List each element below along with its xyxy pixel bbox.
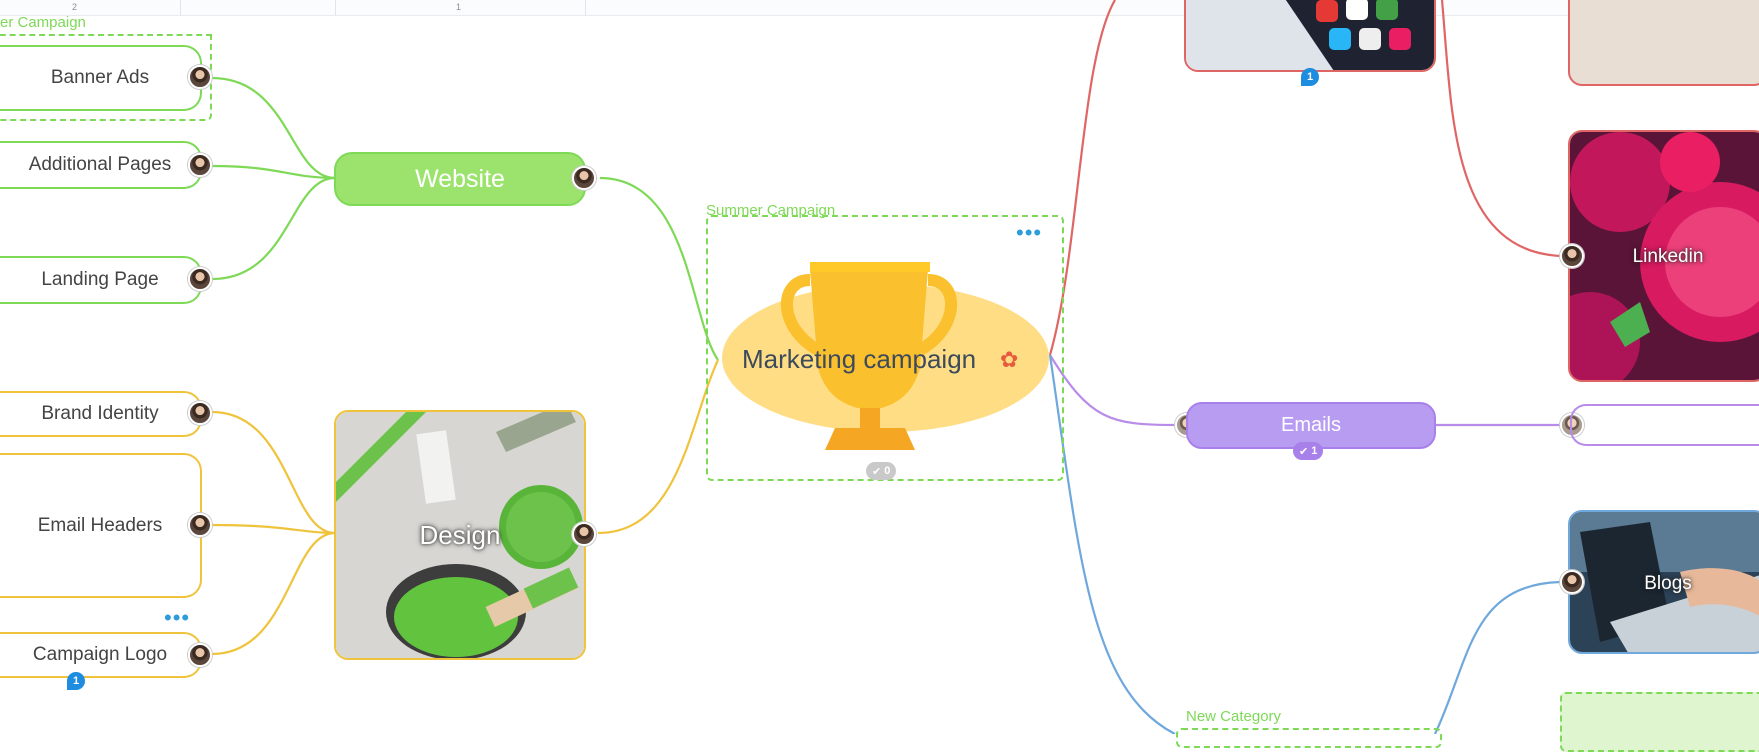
check-icon: ✔: [872, 465, 882, 478]
assignee-avatar[interactable]: [1560, 570, 1584, 594]
ruler-tick: [335, 0, 336, 15]
node-linkedin[interactable]: Linkedin: [1568, 130, 1759, 382]
node-website[interactable]: Website: [334, 152, 586, 206]
connector-line: [211, 410, 336, 535]
node-label: Blogs: [1644, 573, 1692, 594]
assignee-avatar[interactable]: [188, 267, 212, 291]
connector-line: [1434, 580, 1561, 734]
node-emails[interactable]: Emails: [1186, 402, 1436, 449]
assignee-avatar[interactable]: [572, 166, 596, 190]
node-additional-pages[interactable]: Additional Pages: [0, 141, 202, 189]
node-banner-ads[interactable]: Banner Ads: [0, 45, 202, 111]
connector-line: [597, 359, 719, 535]
ruler-tick: [180, 0, 181, 15]
assignee-avatar[interactable]: [1560, 244, 1584, 268]
ruler-label: 2: [72, 2, 78, 12]
ruler-label: 1: [456, 2, 462, 12]
central-node-label[interactable]: Marketing campaign: [742, 344, 977, 374]
connector-line: [599, 176, 719, 361]
connector-line: [1049, 354, 1177, 427]
node-label: Linkedin: [1632, 246, 1704, 267]
ruler-tick: [585, 0, 586, 15]
check-icon: ✔: [1299, 445, 1309, 458]
connector-line: [211, 76, 336, 180]
group-label: New Category: [1186, 708, 1282, 725]
connector-line: [211, 531, 336, 656]
assignee-avatar[interactable]: [188, 153, 212, 177]
group-label: Summer Campaign: [706, 202, 836, 219]
comment-count-badge[interactable]: 1: [1301, 68, 1319, 86]
group-frame-summer-campaign[interactable]: [706, 215, 1064, 481]
group-frame-right[interactable]: [1560, 692, 1759, 752]
more-options-icon[interactable]: •••: [164, 605, 191, 630]
node-blogs[interactable]: Blogs: [1568, 510, 1759, 654]
group-frame-new-category[interactable]: [1176, 728, 1442, 748]
node-brand-identity[interactable]: Brand Identity: [0, 391, 202, 437]
blogs-image: [1570, 512, 1759, 652]
connector-line: [211, 164, 336, 180]
node-landing-page[interactable]: Landing Page: [0, 256, 202, 304]
assignee-avatar[interactable]: [188, 643, 212, 667]
task-check-badge[interactable]: ✔ 1: [1293, 442, 1324, 460]
connector-line: [1048, 0, 1116, 356]
more-options-icon[interactable]: •••: [1016, 220, 1043, 245]
assignee-avatar[interactable]: [572, 522, 596, 546]
linkedin-image: [1570, 132, 1759, 380]
assignee-avatar[interactable]: [188, 401, 212, 425]
comment-count-badge[interactable]: 1: [67, 672, 85, 690]
phone-image: [1186, 0, 1434, 70]
mindmap-connectors: [211, 0, 1561, 734]
trophy-icon: [781, 262, 957, 450]
node-email-child[interactable]: [1570, 404, 1759, 446]
connector-line: [1048, 354, 1176, 734]
node-texture-image[interactable]: [1568, 0, 1759, 86]
connector-line: [211, 523, 336, 535]
task-check-count: 0: [884, 465, 891, 477]
design-image: [336, 412, 584, 658]
assignee-avatar[interactable]: [188, 65, 212, 89]
node-phone-image[interactable]: [1184, 0, 1436, 72]
connector-line: [211, 176, 336, 281]
node-email-headers[interactable]: Email Headers: [0, 453, 202, 598]
node-campaign-logo[interactable]: Campaign Logo: [0, 632, 202, 678]
assignee-avatar[interactable]: [188, 513, 212, 537]
node-design[interactable]: Design: [334, 410, 586, 660]
group-label: er Campaign: [0, 14, 86, 31]
gift-sticker-icon: ✿: [1000, 347, 1019, 372]
node-label: Design: [419, 520, 501, 550]
task-check-count: 1: [1311, 445, 1318, 457]
task-check-badge[interactable]: ✔ 0: [866, 462, 897, 480]
connector-line: [1440, 0, 1561, 258]
